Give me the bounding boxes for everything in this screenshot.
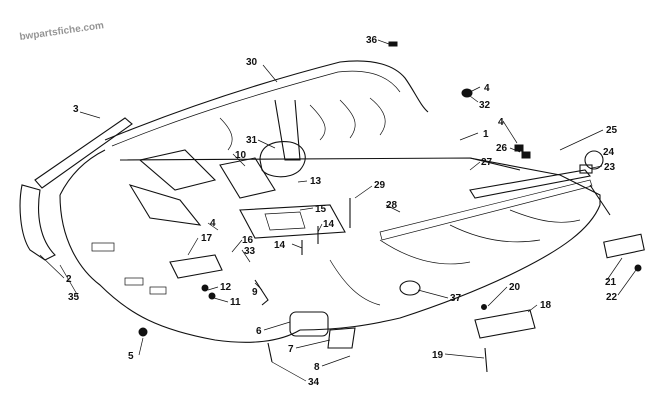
- watermark: bwpartsfiche.com: [19, 20, 105, 43]
- callout-33: 33: [244, 246, 256, 257]
- callout-8: 8: [314, 362, 320, 373]
- callout-1: 1: [483, 129, 489, 140]
- hardware: [138, 41, 645, 373]
- callout-3: 3: [73, 104, 79, 115]
- callouts: 36 4 32 30 3 1 4 25 26 24 31 10 27 23 13…: [66, 35, 618, 388]
- callout-37: 37: [450, 293, 462, 304]
- callout-27: 27: [481, 157, 493, 168]
- callout-22: 22: [606, 292, 618, 303]
- callout-9: 9: [252, 287, 258, 298]
- callout-4-top: 4: [484, 83, 490, 94]
- callout-30: 30: [246, 57, 258, 68]
- callout-31: 31: [246, 135, 258, 146]
- callout-14-upper: 14: [323, 219, 335, 230]
- callout-36: 36: [366, 35, 378, 46]
- callout-5: 5: [128, 351, 134, 362]
- callout-17: 17: [201, 233, 213, 244]
- callout-13: 13: [310, 176, 322, 187]
- callout-34: 34: [308, 377, 320, 388]
- callout-4-left: 4: [210, 218, 216, 229]
- leader-lines: [39, 39, 637, 382]
- callout-11: 11: [230, 297, 241, 308]
- callout-19: 19: [432, 350, 444, 361]
- hood-assembly: [59, 60, 601, 343]
- callout-7: 7: [288, 344, 294, 355]
- callout-6: 6: [256, 326, 262, 337]
- callout-24: 24: [603, 147, 615, 158]
- callout-21: 21: [605, 277, 617, 288]
- callout-20: 20: [509, 282, 521, 293]
- callout-15: 15: [315, 204, 327, 215]
- callout-25: 25: [606, 125, 618, 136]
- callout-35: 35: [68, 292, 80, 303]
- callout-16: 16: [242, 235, 254, 246]
- callout-32: 32: [479, 100, 491, 111]
- trim-strips: [19, 117, 133, 261]
- callout-12: 12: [220, 282, 232, 293]
- callout-14-lower: 14: [274, 240, 286, 251]
- callout-4-right: 4: [498, 117, 504, 128]
- callout-26: 26: [496, 143, 508, 154]
- callout-28: 28: [386, 200, 398, 211]
- callout-29: 29: [374, 180, 386, 191]
- callout-18: 18: [540, 300, 552, 311]
- callout-10: 10: [235, 150, 247, 161]
- callout-2: 2: [66, 274, 72, 285]
- side-rail: [379, 169, 593, 241]
- callout-23: 23: [604, 162, 616, 173]
